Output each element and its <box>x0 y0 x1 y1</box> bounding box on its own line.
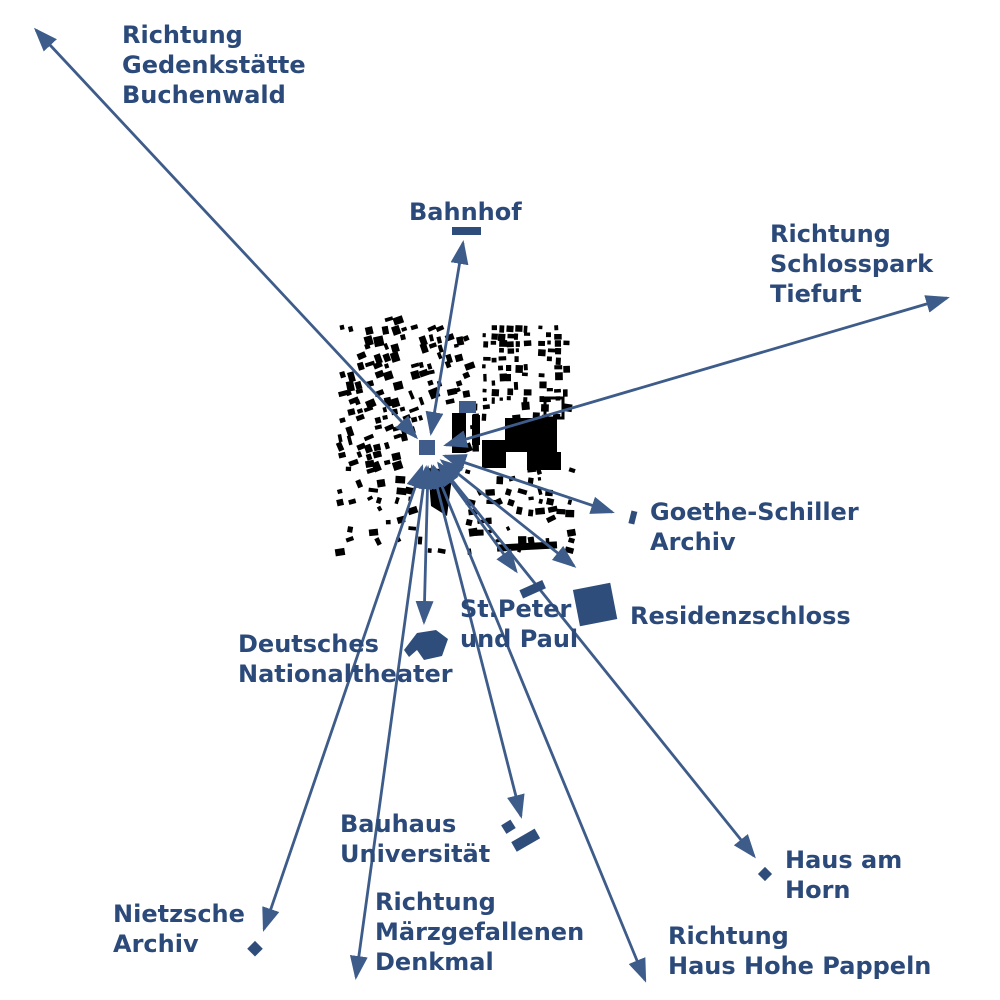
label-line: Nietzsche <box>113 900 245 928</box>
label-bahnhof: Bahnhof <box>409 197 522 227</box>
label-line: Archiv <box>650 528 736 556</box>
label-line: Archiv <box>113 930 199 958</box>
label-line: Märzgefallenen <box>375 918 585 946</box>
arrow-buchenwald <box>33 27 419 440</box>
label-line: Nationaltheater <box>238 660 453 688</box>
label-line: Buchenwald <box>122 81 286 109</box>
marker-nationaltheater <box>404 630 448 660</box>
label-maerzgefallenen: Richtung Märzgefallenen Denkmal <box>375 887 584 977</box>
label-line: Gedenkstätte <box>122 51 306 79</box>
label-hohe-pappeln: Richtung Haus Hohe Pappeln <box>668 921 931 981</box>
label-nationaltheater: Deutsches Nationaltheater <box>238 629 453 689</box>
label-line: Richtung <box>770 220 891 248</box>
direction-arrows <box>33 27 950 983</box>
label-line: und Paul <box>460 625 579 653</box>
label-line: Richtung <box>375 888 496 916</box>
label-haus-am-horn: Haus am Horn <box>785 845 902 905</box>
marker-residenzschloss <box>572 582 618 627</box>
label-nietzsche: Nietzsche Archiv <box>113 899 245 959</box>
arrow-st-peter <box>437 462 518 574</box>
label-tiefurt: Richtung Schlosspark Tiefurt <box>770 219 933 309</box>
label-line: Goethe-Schiller <box>650 498 859 526</box>
label-line: Richtung <box>122 21 243 49</box>
city-center-square <box>419 440 435 455</box>
label-line: Horn <box>785 876 851 904</box>
label-buchenwald: Richtung Gedenkstätte Buchenwald <box>122 20 306 110</box>
label-line: Haus Hohe Pappeln <box>668 952 932 980</box>
label-line: Denkmal <box>375 948 494 976</box>
marker-st-peter <box>519 580 546 599</box>
label-st-peter: St.Peter und Paul <box>460 594 578 654</box>
label-bauhaus: Bauhaus Universität <box>340 809 490 869</box>
arrow-tiefurt <box>443 295 950 448</box>
label-line: Residenzschloss <box>630 602 851 630</box>
label-line: Bahnhof <box>409 198 522 226</box>
marker-bauhaus-1 <box>501 819 516 834</box>
marker-bauhaus-2 <box>511 828 541 852</box>
map-plaza-square <box>459 401 476 413</box>
arrow-nietzsche <box>262 464 424 932</box>
label-residenzschloss: Residenzschloss <box>630 601 851 631</box>
label-line: Tiefurt <box>770 280 862 308</box>
label-line: St.Peter <box>460 595 572 623</box>
label-line: Bauhaus <box>340 810 457 838</box>
arrow-hohe-pappeln <box>432 464 647 983</box>
label-line: Deutsches <box>238 630 379 658</box>
arrow-nationaltheater <box>415 465 437 625</box>
marker-nietzsche <box>247 940 263 957</box>
marker-haus-am-horn <box>757 866 773 882</box>
landmark-markers <box>247 227 773 957</box>
label-line: Universität <box>340 840 491 868</box>
label-line: Richtung <box>668 922 789 950</box>
marker-goethe-schiller <box>628 510 638 525</box>
label-line: Haus am <box>785 846 903 874</box>
label-goethe-schiller: Goethe-Schiller Archiv <box>650 497 859 557</box>
marker-bahnhof <box>452 227 481 235</box>
label-line: Schlosspark <box>770 250 934 278</box>
